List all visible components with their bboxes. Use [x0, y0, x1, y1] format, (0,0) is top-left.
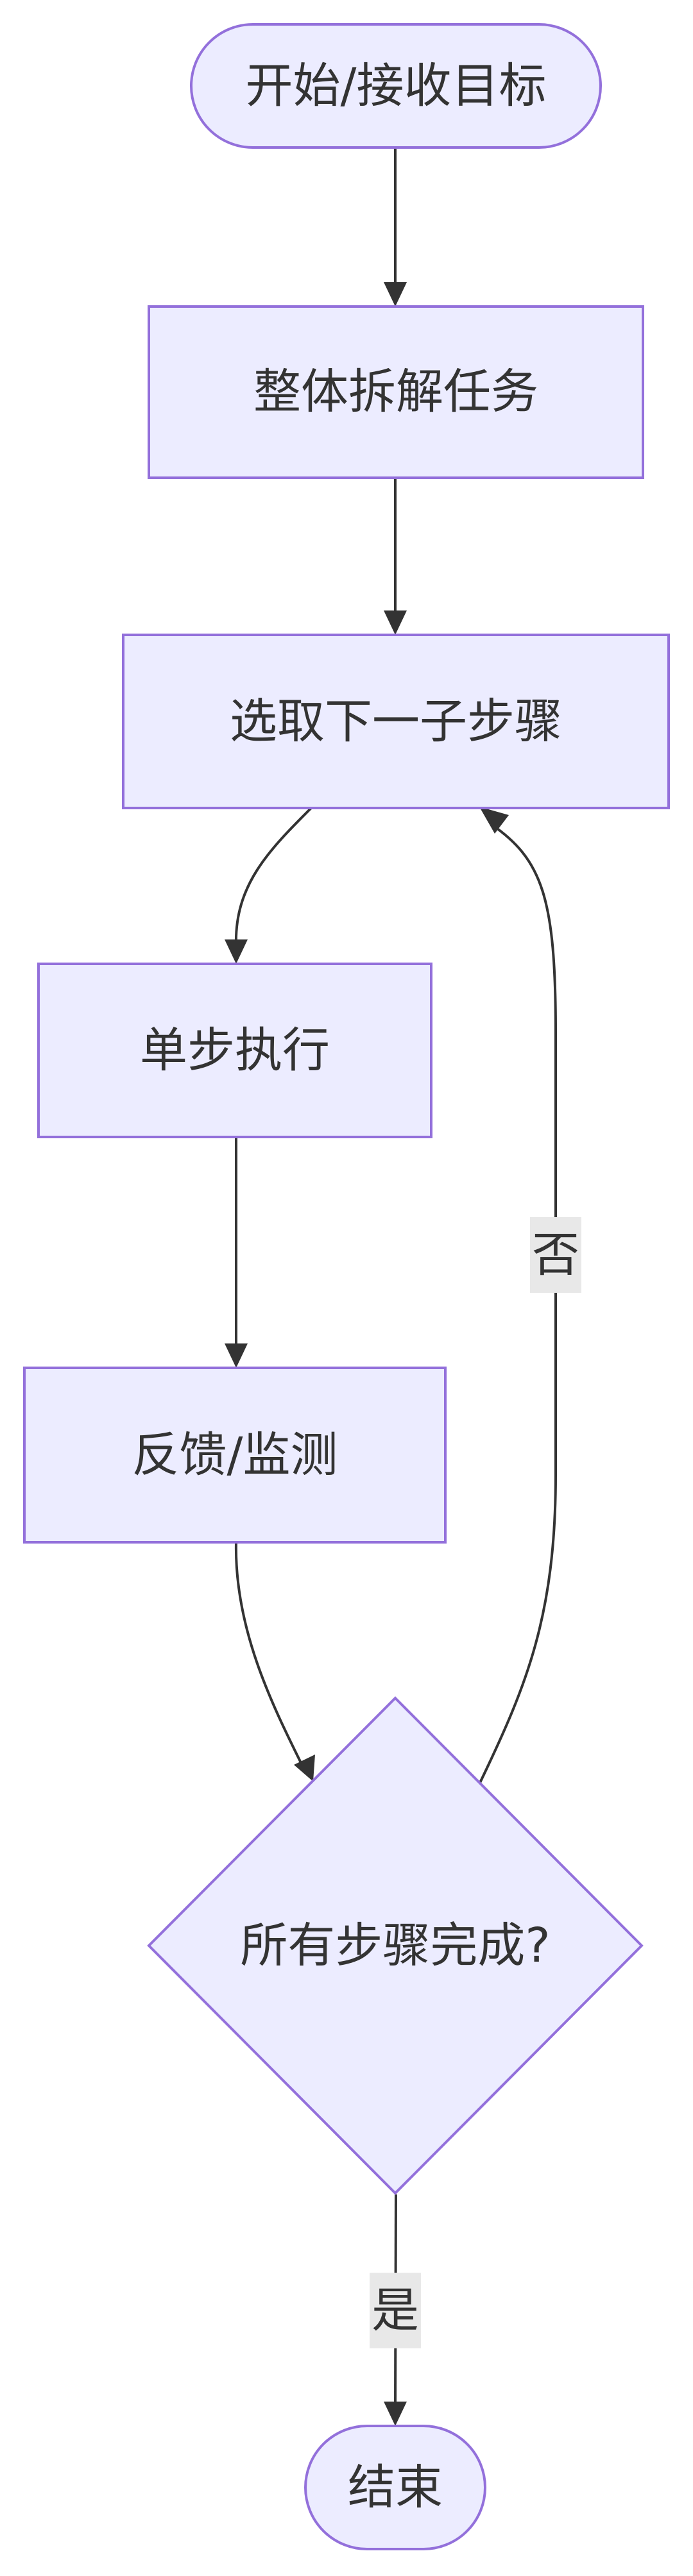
arrowhead — [384, 2402, 407, 2426]
node-select-step-shape — [122, 634, 670, 809]
node-decompose-label: 整体拆解任务 — [253, 364, 538, 419]
edge-decision-to-select-no — [479, 823, 557, 1783]
edge-label-no: 否 — [530, 1217, 581, 1293]
node-decompose: 整体拆解任务 — [148, 305, 644, 479]
edge-feedback-to-decision — [234, 1542, 304, 1767]
node-start-label: 开始/接收目标 — [246, 58, 547, 114]
arrowhead — [225, 1343, 248, 1368]
arrowhead — [294, 1755, 315, 1781]
arrowhead — [384, 610, 407, 635]
node-feedback-label: 反馈/监测 — [132, 1427, 338, 1483]
node-execute-shape — [37, 963, 432, 1138]
node-decision-shape — [147, 1696, 644, 2195]
node-end-shape — [304, 2425, 486, 2550]
edge-label-yes-background — [370, 2273, 421, 2348]
node-decompose-shape — [148, 305, 644, 479]
node-decision: 所有步骤完成? — [147, 1696, 644, 2195]
node-feedback: 反馈/监测 — [23, 1367, 447, 1544]
node-select-step: 选取下一子步骤 — [122, 634, 670, 809]
edge-label-yes: 是 — [370, 2273, 421, 2348]
arrowhead — [225, 939, 248, 964]
node-execute-label: 单步执行 — [140, 1023, 330, 1078]
node-select-step-label: 选取下一子步骤 — [230, 694, 562, 749]
arrowhead — [479, 807, 509, 834]
node-start-shape — [190, 23, 602, 149]
node-end-label: 结束 — [348, 2460, 443, 2515]
edge-label-yes-text: 是 — [372, 2283, 419, 2338]
arrowhead — [384, 282, 407, 307]
node-decision-label: 所有步骤完成? — [240, 1918, 550, 1973]
node-end: 结束 — [304, 2425, 486, 2550]
edge-label-no-text: 否 — [532, 1227, 579, 1283]
node-start: 开始/接收目标 — [190, 23, 602, 149]
node-execute: 单步执行 — [37, 963, 432, 1138]
node-feedback-shape — [23, 1367, 447, 1544]
edge-select-to-execute — [234, 807, 312, 947]
edge-label-no-background — [530, 1217, 581, 1293]
